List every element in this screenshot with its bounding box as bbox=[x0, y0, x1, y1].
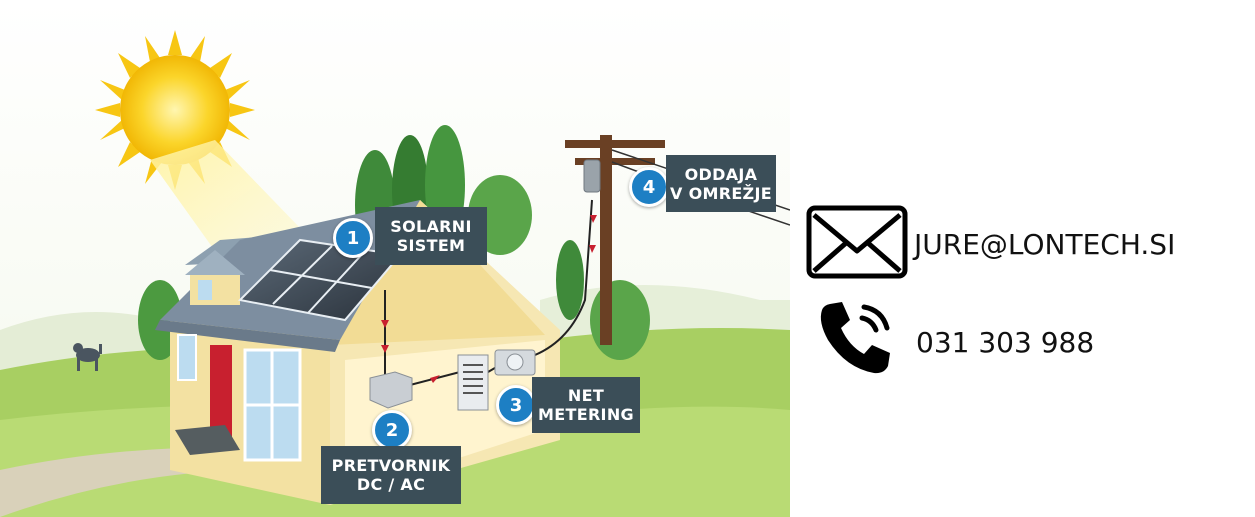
solar-system-label-line2: SISTEM bbox=[396, 236, 466, 255]
email-text[interactable]: JURE@LONTECH.SI bbox=[914, 228, 1176, 261]
solar-system-label-line1: SOLARNI bbox=[390, 217, 472, 236]
step-2-badge: 2 bbox=[372, 410, 412, 450]
solar-system-illustration bbox=[0, 0, 790, 517]
step-3-badge: 3 bbox=[496, 385, 536, 425]
solar-panels bbox=[237, 238, 402, 322]
phone-icon bbox=[820, 302, 890, 374]
grid-export-label: ODDAJA V OMREŽJE bbox=[666, 155, 776, 212]
inverter-label: PRETVORNIK DC / AC bbox=[321, 446, 461, 504]
inverter bbox=[369, 371, 413, 409]
net-metering-label-line2: METERING bbox=[538, 405, 634, 424]
grid-export-label-line1: ODDAJA bbox=[684, 164, 758, 184]
phone-text[interactable]: 031 303 988 bbox=[916, 326, 1095, 359]
flow-arrows bbox=[381, 215, 597, 383]
inverter-label-line1: PRETVORNIK bbox=[331, 456, 451, 475]
door bbox=[210, 345, 232, 450]
envelope-icon bbox=[806, 205, 908, 279]
net-metering-label: NET METERING bbox=[532, 377, 640, 433]
meter bbox=[494, 349, 536, 376]
solar-system-label: SOLARNI SISTEM bbox=[375, 207, 487, 265]
inverter-label-line2: DC / AC bbox=[356, 475, 426, 494]
dog bbox=[73, 343, 102, 371]
breaker-panel bbox=[457, 354, 489, 411]
sun bbox=[120, 55, 230, 165]
step-1-badge: 1 bbox=[333, 218, 373, 258]
net-metering-label-line1: NET bbox=[567, 386, 605, 405]
step-4-badge: 4 bbox=[629, 167, 669, 207]
grid-export-label-line2: V OMREŽJE bbox=[670, 183, 772, 203]
